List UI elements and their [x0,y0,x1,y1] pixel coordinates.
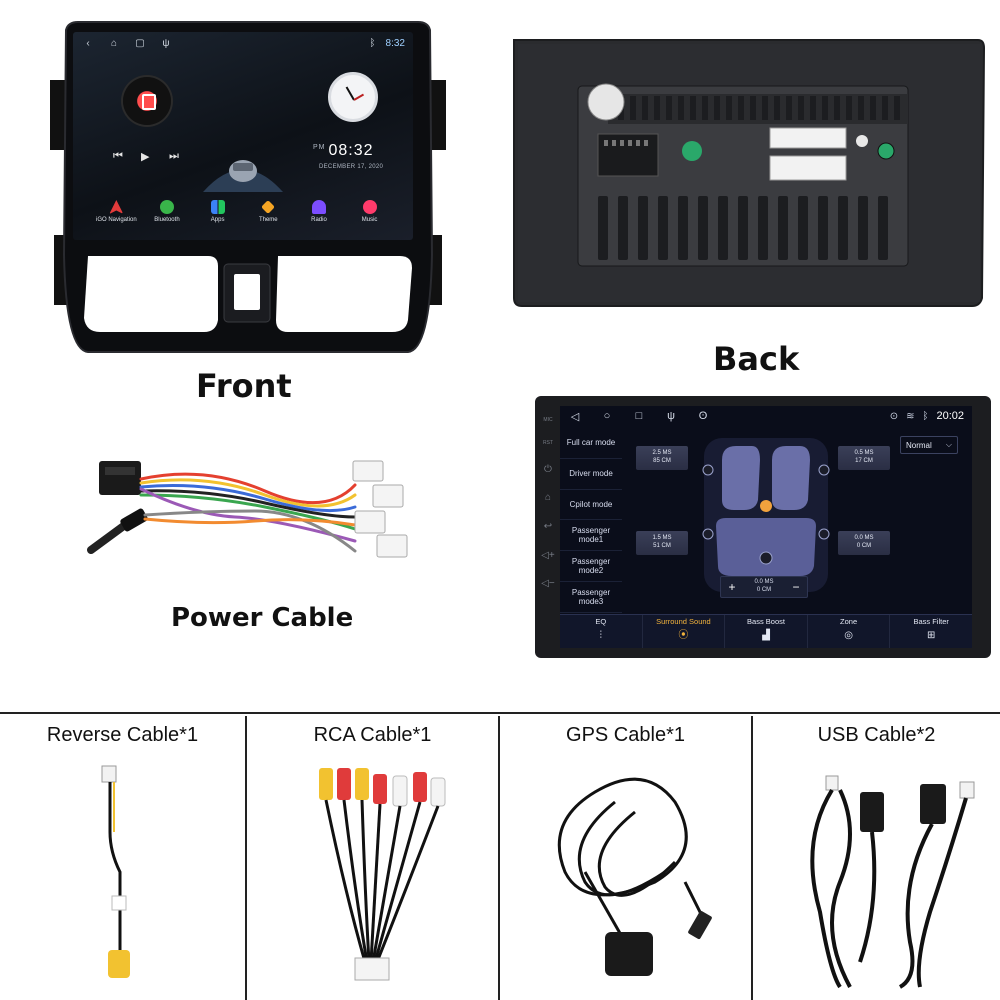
power-icon[interactable]: ⏻ [544,463,552,475]
recent-apps-icon[interactable]: ▢ [135,37,145,49]
status-time: 20:02 [936,410,964,422]
volume-up-icon[interactable]: ◁+ [541,549,555,561]
dock-item-bluetooth[interactable]: Bluetooth [145,196,189,223]
tab-bass-boost[interactable]: Bass Boost ▟ [725,615,808,648]
listening-mode-list: Full car mode Driver mode Cpilot mode Pa… [560,428,622,613]
music-note-icon [362,200,377,214]
clock-date: DECEMBER 17, 2020 [319,164,384,170]
delay-front-right[interactable]: 0.5 MS 17 CM [838,446,890,470]
reverse-cable-image [101,765,130,978]
delay-front-left[interactable]: 2.5 MS 85 CM [636,446,688,470]
rca-cable-image [319,768,446,981]
dsp-head-unit: MIC RST ⏻ ⌂ ↩ ◁+ ◁− ◁ ○ □ ψ ʘ ⊙ ≋ ᛒ 20:0… [535,396,991,658]
back-icon[interactable]: ‹ [86,37,90,49]
back-triangle-icon[interactable]: ◁ [570,410,580,423]
power-cable-label: Power Cable [171,603,354,633]
section-divider [0,712,1000,714]
tab-bass-filter[interactable]: Bass Filter ⊞ [913,617,949,641]
front-label: Front [196,367,292,405]
increase-button[interactable]: + [728,580,736,594]
usb-icon: ψ [162,37,170,49]
column-divider [498,716,500,1000]
volume-down-icon[interactable]: ◁− [541,578,555,590]
equalizer-icon: ⫶ [599,630,603,641]
radio-antenna-icon [311,200,326,214]
mode-passenger-2[interactable]: Passenger mode2 [560,551,622,583]
bass-filter-icon: ⊞ [926,630,936,641]
rst-label: RST [543,440,553,447]
back-icon[interactable]: ↩ [543,521,553,533]
paintbrush-icon [261,200,276,214]
analog-clock-icon [328,72,378,122]
bluetooth-icon: ᛒ [369,37,376,49]
power-cable-image [87,460,408,558]
chevron-down-icon: ⌵ [945,440,952,449]
sub-delay-value: 0.0 MS 0 CM [754,579,774,593]
column-divider [245,716,247,1000]
bluetooth-icon: ᛒ [922,410,929,422]
reverse-cable-label: Reverse Cable*1 [46,724,199,746]
decrease-button[interactable]: − [792,580,800,594]
mode-copilot[interactable]: Cpilot mode [560,490,622,521]
recent-square-icon[interactable]: □ [635,410,643,422]
usb-icon: ψ [667,410,675,422]
mode-passenger-3[interactable]: Passenger mode3 [560,582,622,613]
clock-time: 08:32 [328,142,374,159]
home-icon[interactable]: ⌂ [110,37,118,49]
android-icon: ʘ [698,410,708,422]
rca-cable-label: RCA Cable*1 [313,724,432,746]
zone-icon: ◎ [844,630,853,641]
car-center-icon[interactable] [203,137,283,192]
status-time: 8:32 [385,37,405,49]
gps-cable-image [557,777,712,976]
dsp-screen: ◁ ○ □ ψ ʘ ⊙ ≋ ᛒ 20:02 Full car mode Driv… [560,406,972,648]
location-icon: ⊙ [889,410,899,422]
tab-eq[interactable]: EQ ⫶ [560,615,643,648]
gps-cable-label: GPS Cable*1 [566,724,685,746]
home-icon[interactable]: ⌂ [544,492,552,504]
app-dock: iGO Navigation Bluetooth Apps Theme Radi… [73,196,413,240]
apps-grid-icon [210,200,225,214]
dsp-status-bar: ◁ ○ □ ψ ʘ ⊙ ≋ ᛒ 20:02 [560,406,972,426]
home-circle-icon[interactable]: ○ [603,410,611,422]
back-panel [513,39,986,307]
mode-driver[interactable]: Driver mode [560,459,622,490]
mode-passenger-1[interactable]: Passenger mode1 [560,520,622,552]
car-seat-map [702,438,830,592]
dock-item-radio[interactable]: Radio [297,196,341,223]
mode-full-car[interactable]: Full car mode [560,428,622,459]
tab-zone[interactable]: Zone ◎ [808,615,891,648]
mic-label: MIC [543,416,553,423]
bass-boost-icon: ▟ [762,630,770,641]
next-track-icon[interactable]: ⏭ [169,150,179,162]
dock-item-theme[interactable]: Theme [246,196,290,223]
device-side-buttons: MIC RST ⏻ ⌂ ↩ ◁+ ◁− [539,408,557,598]
back-label: Back [713,340,800,378]
navigation-icon [109,200,124,214]
clock-period: PM [313,143,326,151]
play-icon[interactable]: ▶ [141,151,150,163]
column-divider [751,716,753,1000]
phone-icon [159,200,174,214]
dock-item-navigation[interactable]: iGO Navigation [94,196,138,223]
music-widget-icon[interactable] [123,77,171,125]
delay-rear-left[interactable]: 1.5 MS 51 CM [636,531,688,555]
delay-rear-right[interactable]: 0.0 MS 0 CM [838,531,890,555]
previous-track-icon[interactable]: ⏮ [113,150,123,162]
dock-item-music[interactable]: Music [348,196,392,223]
tab-surround-sound[interactable]: Surround Sound ⦿ [643,615,726,648]
surround-icon: ⦿ [678,630,689,641]
usb-cable-label: USB Cable*2 [817,724,936,746]
wifi-icon: ≋ [906,410,915,422]
dsp-tab-bar: EQ ⫶ Surround Sound ⦿ Bass Boost ▟ Zone … [560,614,972,648]
delay-stepper[interactable]: + 0.0 MS 0 CM − [720,576,808,598]
dock-item-apps[interactable]: Apps [196,196,240,223]
status-bar: ‹ ⌂ ▢ ψ ᛒ 8:32 [73,32,413,54]
usb-cable-image [810,775,975,989]
preset-select[interactable]: Normal ⌵ [900,436,958,454]
